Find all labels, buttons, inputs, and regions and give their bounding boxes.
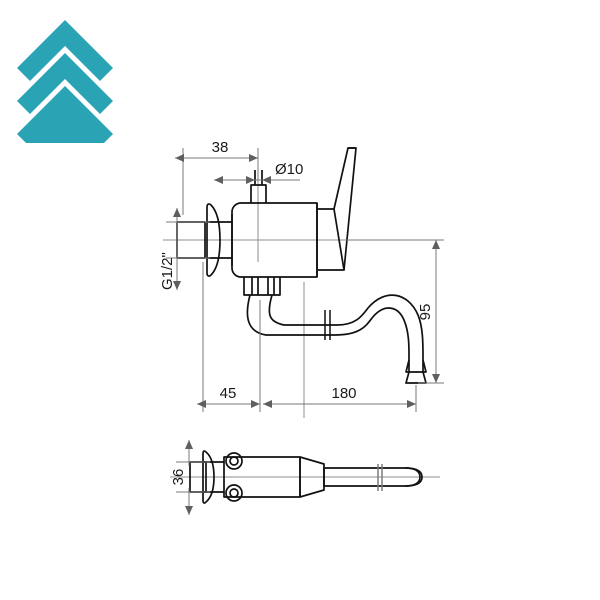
dimension-thread-label: G1/2" <box>159 252 176 290</box>
bottom-plan-view: 36 <box>170 440 440 515</box>
dimension-diameter-10: Ø10 <box>214 161 303 184</box>
dimension-36-label: 36 <box>170 469 187 486</box>
dimension-180: 180 <box>259 300 417 412</box>
dimension-95: 95 <box>345 239 444 384</box>
dimension-thread-g-half-inch: G1/2" <box>159 208 210 290</box>
dimension-45: 45 <box>197 262 260 412</box>
center-lines <box>163 170 436 418</box>
dimension-180-label: 180 <box>331 385 356 402</box>
dimension-45-label: 45 <box>220 385 237 402</box>
plan-spout-ring <box>377 464 383 491</box>
side-elevation-view: 38 Ø10 G1/2" <box>159 139 444 418</box>
faucet-plan-outline <box>189 450 423 504</box>
dimension-diameter-10-label: Ø10 <box>275 161 303 178</box>
dimension-36: 36 <box>170 440 210 515</box>
faucet-elevation-outline <box>176 147 427 384</box>
dimension-95-label: 95 <box>417 304 434 321</box>
dimension-38: 38 <box>175 139 259 215</box>
dimension-38-label: 38 <box>212 139 229 156</box>
chevron-stack-logo <box>0 20 130 203</box>
